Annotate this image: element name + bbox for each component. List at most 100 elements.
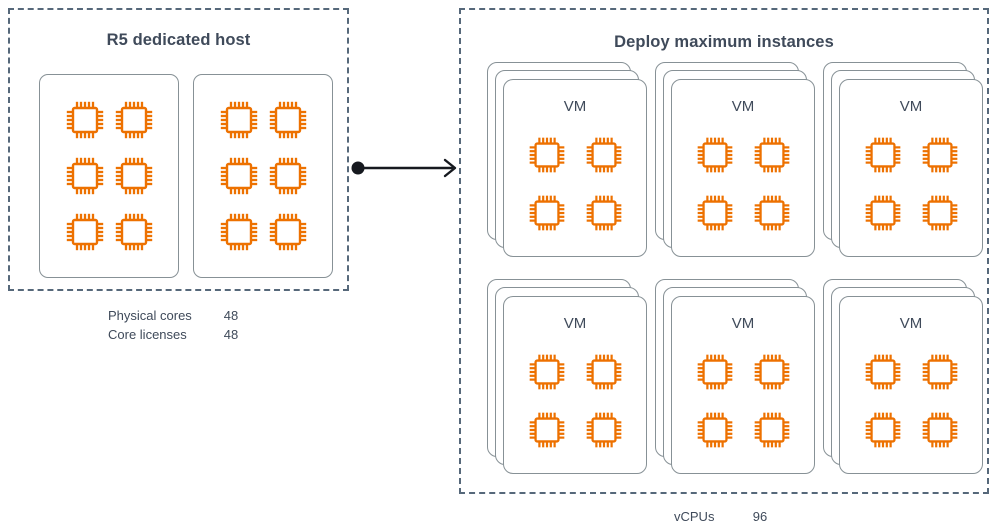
cpu-icon-cell	[214, 204, 263, 260]
vm-card[interactable]: VM	[503, 296, 647, 474]
cpu-socket-box	[193, 74, 333, 278]
legend-label: Physical cores	[108, 308, 192, 323]
cpu-icon-cell	[575, 126, 632, 184]
cpu-icon	[752, 352, 792, 392]
cpu-icon-cell	[911, 401, 968, 459]
cpu-icon-cell	[854, 184, 911, 242]
vm-card[interactable]: VM	[503, 79, 647, 257]
vm-card-stack[interactable]: VM	[487, 279, 647, 474]
cpu-icon	[920, 352, 960, 392]
cpu-icon	[920, 410, 960, 450]
cpu-icon-cell	[263, 92, 312, 148]
cpu-icon-cell	[743, 184, 800, 242]
vm-card-stack[interactable]: VM	[823, 279, 983, 474]
cpu-icon-cell	[60, 204, 109, 260]
legend-label: vCPUs	[674, 509, 715, 524]
cpu-icon	[863, 193, 903, 233]
host-legend: Physical cores 48 Core licenses 48	[108, 306, 251, 344]
vm-card[interactable]: VM	[671, 296, 815, 474]
cpu-icon-cell	[911, 343, 968, 401]
vm-card[interactable]: VM	[839, 79, 983, 257]
cpu-icon	[584, 193, 624, 233]
cpu-icon-cell	[60, 148, 109, 204]
vm-card-stack[interactable]: VM	[655, 279, 815, 474]
cpu-icon-cell	[60, 92, 109, 148]
arrow-right-icon	[349, 150, 461, 186]
cpu-icon-cell	[911, 126, 968, 184]
cpu-icon-cell	[686, 401, 743, 459]
cpu-socket-box	[39, 74, 179, 278]
vm-label: VM	[563, 98, 587, 115]
cpu-icon	[113, 155, 155, 197]
cpu-grid	[40, 75, 178, 277]
cpu-icon-cell	[743, 401, 800, 459]
vm-cpu-grid	[840, 343, 982, 459]
cpu-icon	[863, 410, 903, 450]
cpu-icon	[64, 211, 106, 253]
connector-start-dot	[351, 161, 365, 175]
vm-cpu-grid	[840, 126, 982, 242]
cpu-icon	[64, 99, 106, 141]
vm-card[interactable]: VM	[839, 296, 983, 474]
cpu-icon-cell	[263, 204, 312, 260]
cpu-icon-cell	[686, 126, 743, 184]
deploy-maximum-instances-group: Deploy maximum instances	[459, 8, 989, 494]
cpu-icon	[752, 193, 792, 233]
cpu-icon	[218, 155, 260, 197]
cpu-icon	[752, 410, 792, 450]
r5-dedicated-host-group: R5 dedicated host	[8, 8, 349, 291]
vm-card-stack[interactable]: VM	[823, 62, 983, 257]
cpu-icon	[527, 135, 567, 175]
cpu-icon	[267, 99, 309, 141]
vm-cpu-grid	[672, 343, 814, 459]
cpu-icon-cell	[575, 401, 632, 459]
cpu-icon	[863, 352, 903, 392]
cpu-icon	[695, 193, 735, 233]
cpu-icon	[527, 193, 567, 233]
cpu-icon	[584, 410, 624, 450]
cpu-icon-cell	[743, 126, 800, 184]
vm-cpu-grid	[672, 126, 814, 242]
cpu-icon	[267, 211, 309, 253]
cpu-icon	[113, 99, 155, 141]
cpu-icon-cell	[575, 343, 632, 401]
legend-value: 48	[223, 308, 239, 323]
cpu-icon-cell	[109, 204, 158, 260]
cpu-icon-cell	[214, 92, 263, 148]
deploy-legend: vCPUs 96	[674, 507, 780, 526]
legend-label: Core licenses	[108, 327, 187, 342]
cpu-icon-cell	[518, 126, 575, 184]
cpu-icon-cell	[686, 184, 743, 242]
vm-card-stack[interactable]: VM	[487, 62, 647, 257]
cpu-icon	[695, 135, 735, 175]
cpu-icon	[113, 211, 155, 253]
cpu-icon	[218, 211, 260, 253]
cpu-icon-cell	[518, 343, 575, 401]
cpu-icon-cell	[854, 126, 911, 184]
deploy-maximum-instances-title: Deploy maximum instances	[614, 33, 834, 51]
legend-value: 48	[223, 327, 239, 342]
vm-label: VM	[899, 98, 923, 115]
cpu-icon	[218, 99, 260, 141]
cpu-icon-cell	[109, 92, 158, 148]
legend-row: Physical cores 48	[108, 306, 251, 325]
vm-cpu-grid	[504, 126, 646, 242]
vm-card-stack[interactable]: VM	[655, 62, 815, 257]
cpu-icon	[527, 352, 567, 392]
cpu-icon-cell	[214, 148, 263, 204]
r5-dedicated-host-title: R5 dedicated host	[106, 31, 251, 49]
cpu-grid	[194, 75, 332, 277]
cpu-icon	[267, 155, 309, 197]
cpu-icon	[64, 155, 106, 197]
cpu-icon	[584, 352, 624, 392]
cpu-icon-cell	[575, 184, 632, 242]
cpu-icon-cell	[518, 401, 575, 459]
cpu-icon	[920, 135, 960, 175]
vm-cpu-grid	[504, 343, 646, 459]
vm-card[interactable]: VM	[671, 79, 815, 257]
cpu-icon-cell	[109, 148, 158, 204]
cpu-icon	[695, 352, 735, 392]
cpu-icon	[695, 410, 735, 450]
connector-arrowhead	[443, 158, 457, 178]
cpu-icon-cell	[911, 184, 968, 242]
